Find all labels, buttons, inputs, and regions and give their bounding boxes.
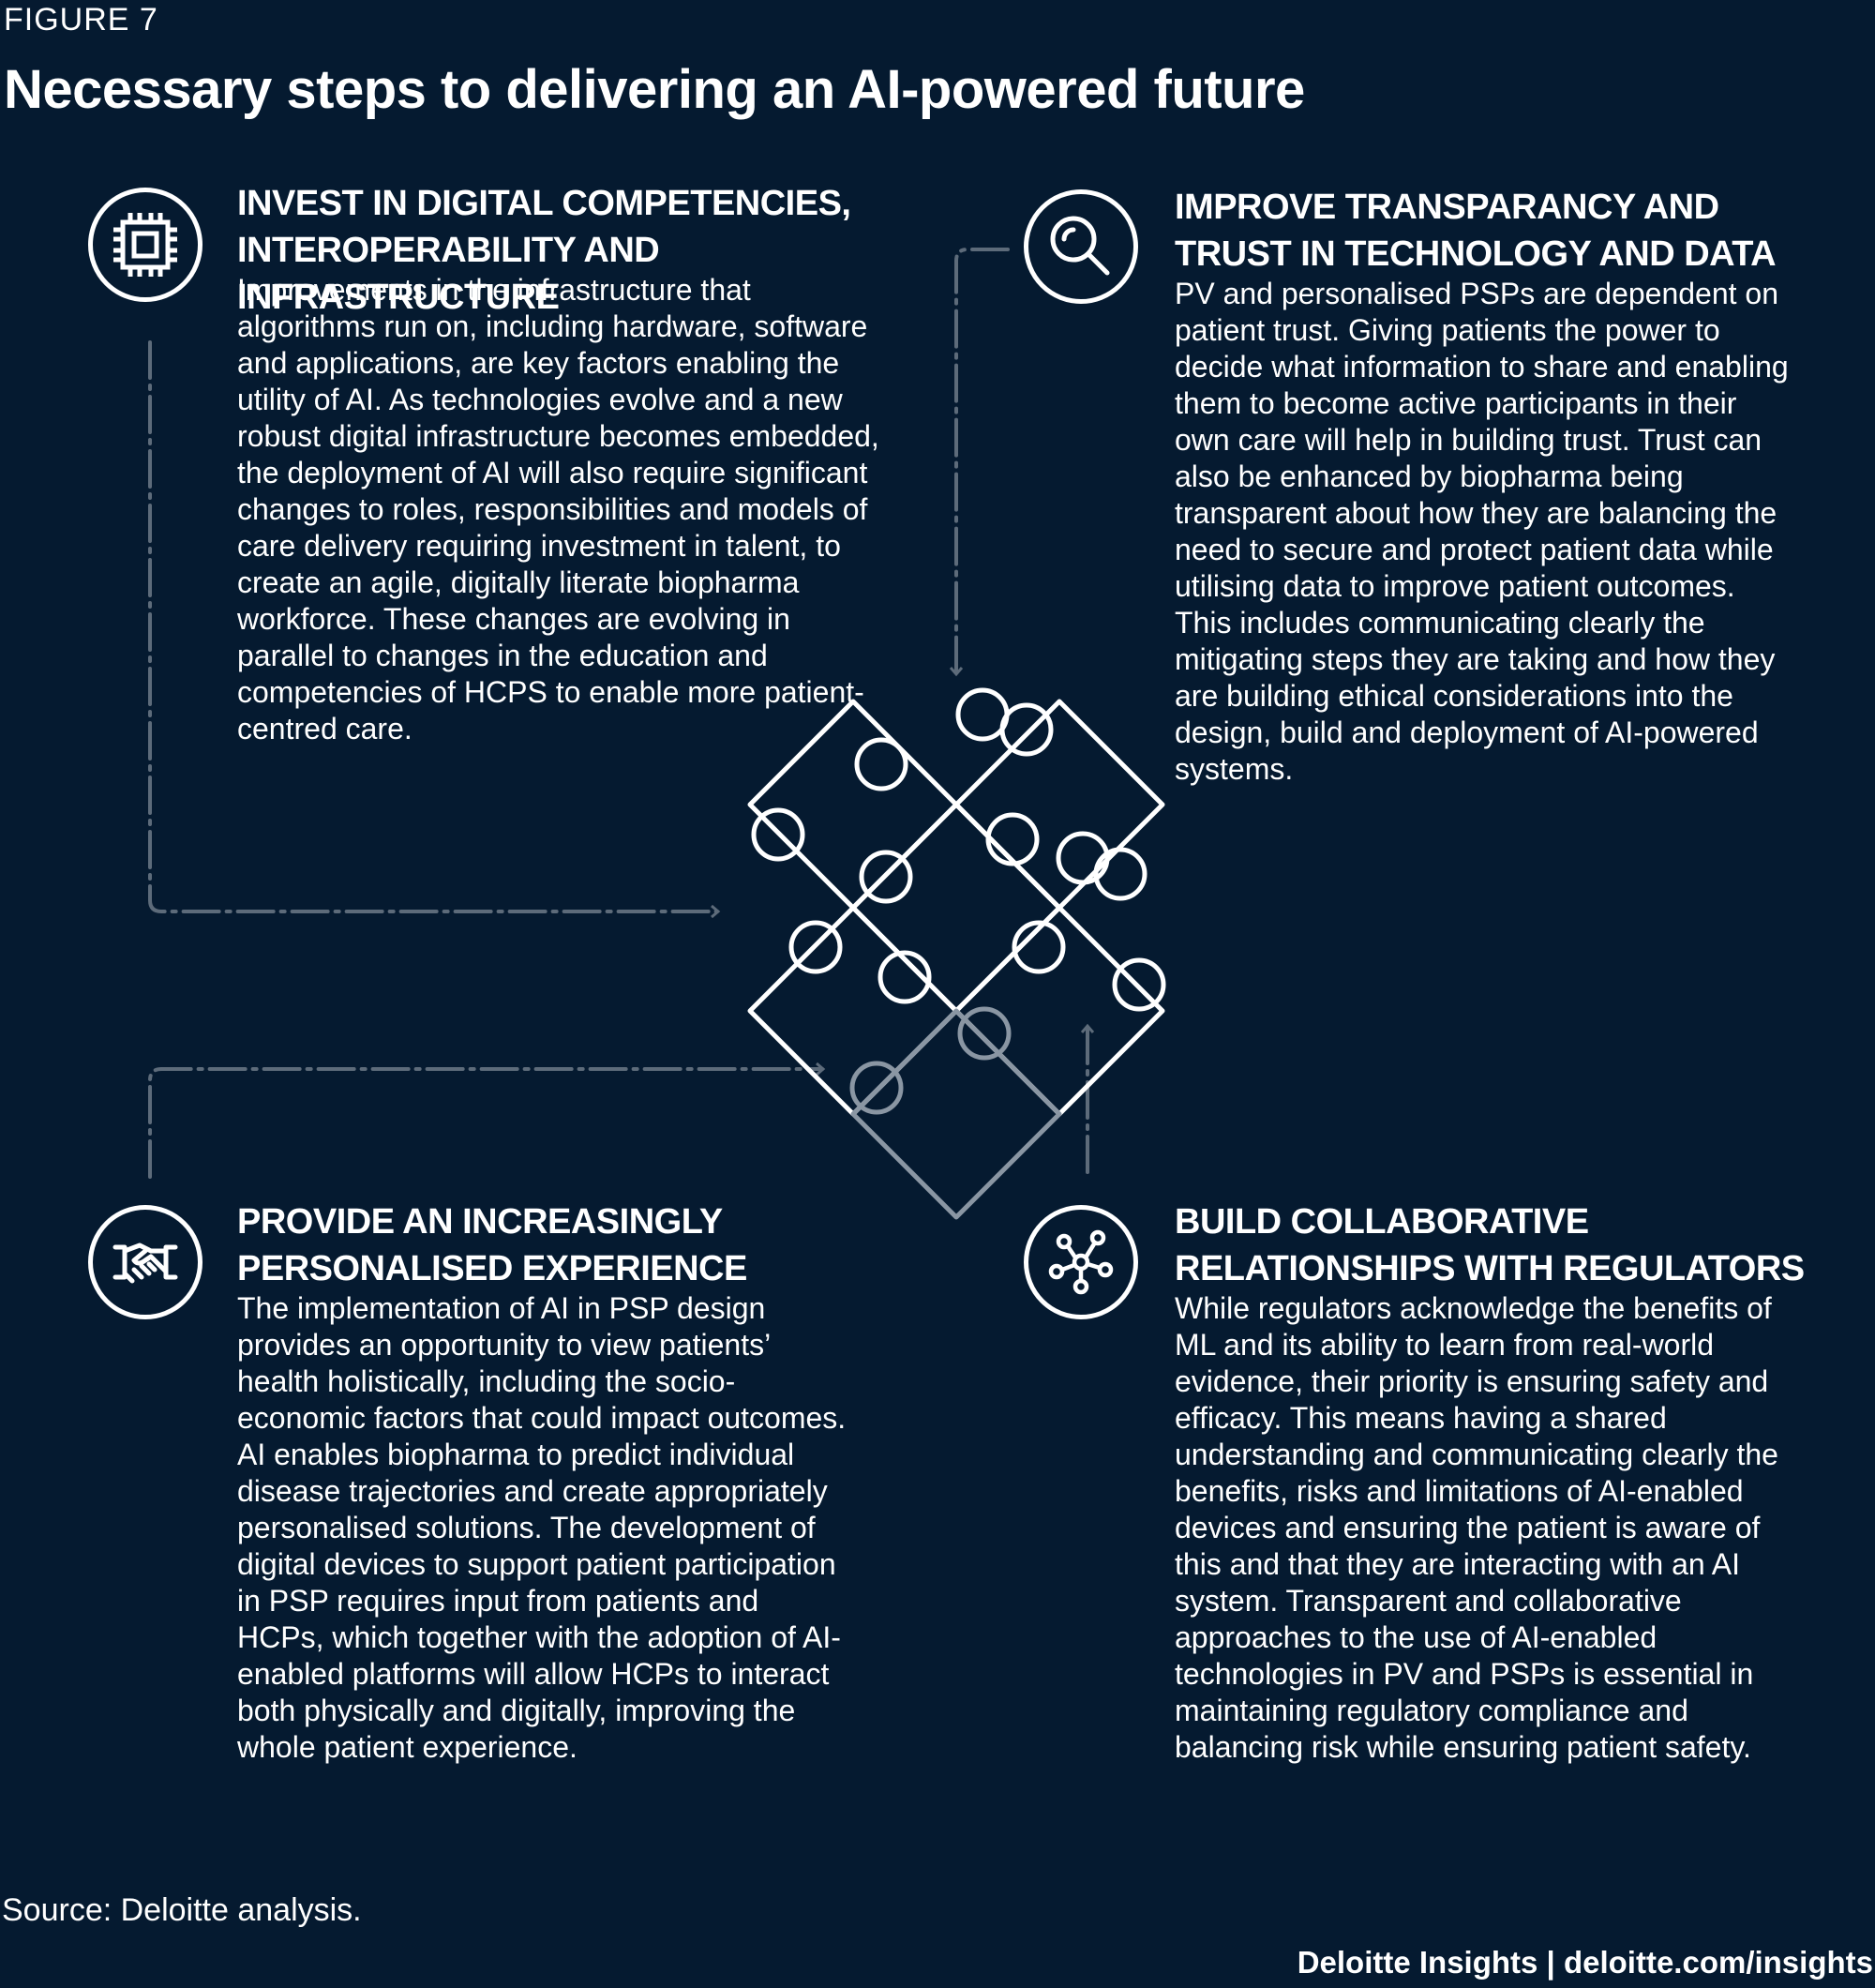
icon-network-circle: [1024, 1205, 1138, 1319]
source-note: Source: Deloitte analysis.: [2, 1892, 362, 1928]
publisher-credit: Deloitte Insights | deloitte.com/insight…: [1297, 1945, 1873, 1980]
section-heading-regulators: BUILD COLLABORATIVE RELATIONSHIPS WITH R…: [1175, 1202, 1805, 1288]
figure-title: Necessary steps to delivering an AI-powe…: [4, 59, 1305, 120]
section-body-invest: Improvements in the infrastructure that …: [237, 273, 879, 746]
icon-magnifier-circle: [1024, 189, 1138, 304]
connector-invest: [148, 340, 717, 911]
puzzle-pieces-icon: [747, 687, 1166, 1220]
section-heading-invest: INVEST IN DIGITAL COMPETENCIES, INTEROPE…: [237, 184, 851, 317]
section-body-personalised: The implementation of AI in PSP design p…: [237, 1291, 847, 1764]
microchip-icon: [113, 213, 177, 277]
magnifier-icon: [1050, 216, 1110, 276]
network-nodes-icon: [1048, 1229, 1114, 1295]
section-body-transparency: PV and personalised PSPs are dependent o…: [1175, 277, 1789, 786]
section-heading-personalised: PROVIDE AN INCREASINGLY PERSONALISED EXP…: [237, 1202, 747, 1288]
icon-microchip-circle: [88, 188, 202, 302]
handshake-icon: [112, 1242, 178, 1284]
figure-label: FIGURE 7: [4, 2, 158, 38]
icon-handshake-circle: [88, 1205, 202, 1319]
section-body-regulators: While regulators acknowledge the benefit…: [1175, 1291, 1778, 1764]
section-heading-transparency: IMPROVE TRANSPARANCY AND TRUST IN TECHNO…: [1175, 188, 1777, 274]
connector-transparency: [956, 248, 1010, 673]
connector-personalised: [148, 1069, 822, 1179]
